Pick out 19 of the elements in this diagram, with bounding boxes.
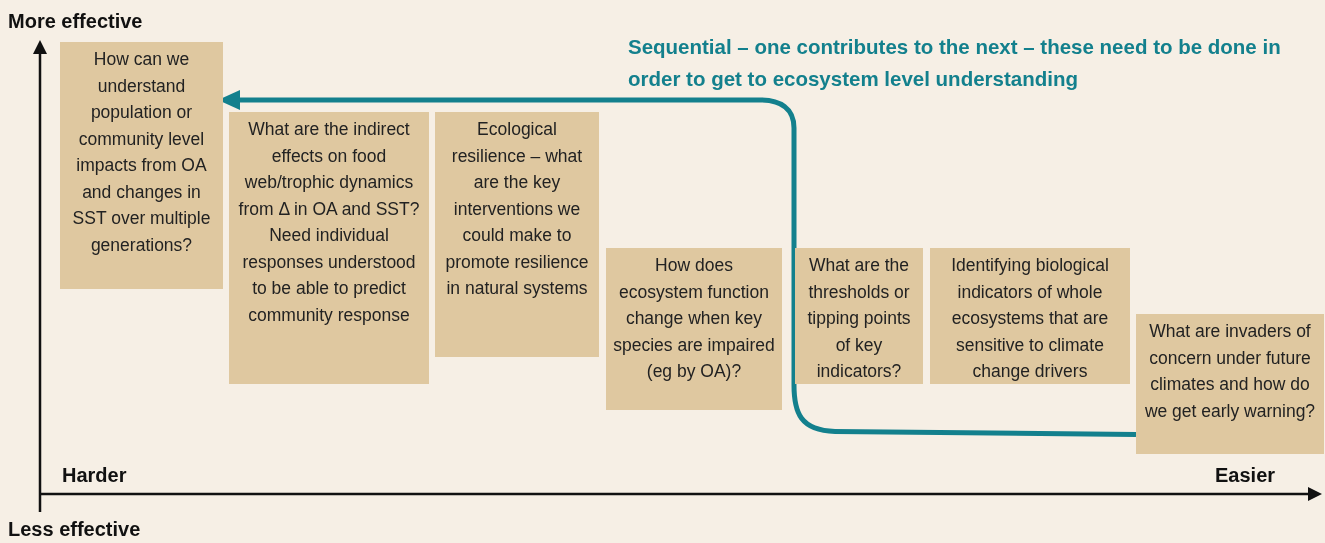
- question-text: Identifying biological indicators of whole ecosystems that are sensitive to climate change drivers: [950, 254, 1110, 383]
- question-text: How does ecosystem function change when key species are impaired (eg by OA)?: [612, 254, 776, 383]
- question-box: [795, 248, 923, 384]
- axis-label: Harder: [62, 464, 127, 487]
- edge-label: Sequential – one contributes to the next – these need to be done in order to get to ecosystem level understanding: [628, 34, 1282, 92]
- question-box: [930, 248, 1130, 384]
- question-text: Ecological resilience – what are the key interventions we could make to promote resilience in natural systems: [444, 118, 590, 300]
- question-text: What are invaders of concern under future climates and how do we get early warning?: [1143, 320, 1317, 423]
- question-box: [435, 112, 599, 357]
- question-box: [229, 112, 429, 384]
- question-text: How can we understand population or community level impacts from OA and changes in SST over multiple generations?: [71, 48, 212, 257]
- question-box: [60, 42, 223, 289]
- question-text: What are the thresholds or tipping points of key indicators?: [806, 254, 912, 383]
- axis-label: Easier: [1215, 464, 1276, 487]
- question-box: [1136, 314, 1324, 454]
- question-text: What are the indirect effects on food web/trophic dynamics from Δ in OA and SST? Need individual responses understood to be able to predict community response: [237, 118, 421, 327]
- axis-label: Less effective: [8, 518, 141, 541]
- question-box: [606, 248, 782, 410]
- axis-label: More effective: [8, 10, 143, 33]
